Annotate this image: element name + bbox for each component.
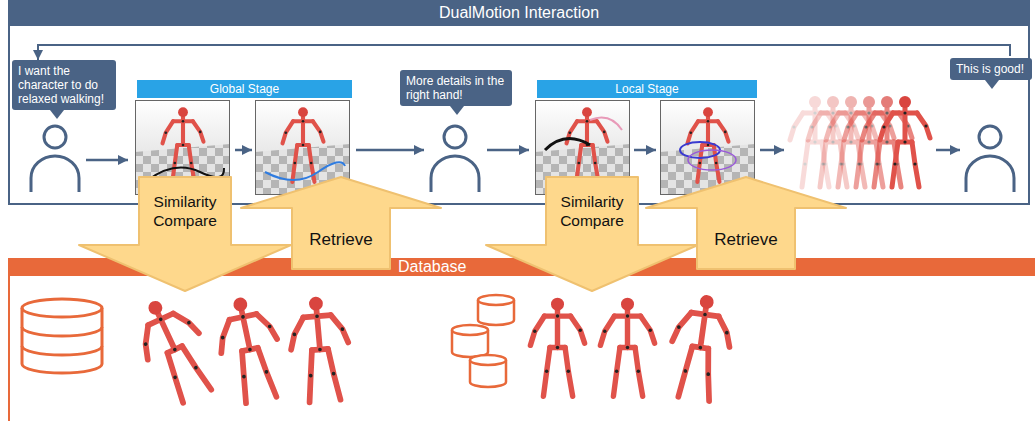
arrow-text-area: Retrieve: [697, 208, 795, 270]
label-text: More details in the right hand!: [406, 74, 506, 102]
arrow-outline: [486, 177, 698, 291]
user-icon-part: [979, 126, 1001, 148]
arrow-outline: [646, 177, 846, 269]
bubble-node: I want the character to do relaxed walki…: [12, 60, 116, 110]
speech-tail: [985, 80, 999, 89]
down-node: Similarity Compare: [485, 176, 699, 292]
database-skeletons-part: [211, 292, 289, 406]
database-skeletons: [530, 291, 736, 403]
database-skeletons-part: [126, 289, 222, 408]
label-text: Retrieve: [714, 230, 777, 249]
header-node: Global Stage: [137, 80, 352, 98]
title-band: DualMotion Interaction: [8, 0, 1030, 26]
label-text: Similarity Compare: [139, 192, 231, 230]
label-text: Retrieve: [309, 230, 372, 249]
user-icon-part: [31, 156, 79, 192]
up-arrow-shape: [645, 176, 847, 270]
up-node: Retrieve: [240, 176, 442, 270]
speech-tail-shape: [450, 106, 464, 115]
screenshot-local-part: [688, 107, 729, 182]
label-text: This is good!: [956, 62, 1026, 76]
screenshot-global-part: [265, 162, 345, 180]
flow-arrow-part: [235, 149, 252, 152]
bubble-node: This is good!: [950, 58, 1032, 80]
database-icon-part: [470, 355, 506, 365]
database-skeletons-part: [600, 298, 654, 397]
database-skeletons-part: [530, 298, 584, 397]
arrow-text-area: Similarity Compare: [546, 176, 638, 245]
up-arrow-shape: [240, 176, 442, 270]
arrow-outline: [79, 177, 291, 291]
database-skeletons-part: [665, 291, 737, 403]
feedback-loop-line: [38, 45, 1010, 60]
screenshot-local-part: [688, 150, 736, 170]
arrow-text-area: Retrieve: [292, 208, 390, 270]
database-icon: [452, 295, 514, 387]
flow-arrow-part: [356, 149, 424, 152]
user-icon-part: [44, 126, 66, 148]
user-icon-part: [431, 156, 479, 192]
user-icon: [31, 126, 79, 192]
flow-arrow-part: [760, 149, 784, 152]
arrow-outline: [241, 177, 441, 269]
down-node: Similarity Compare: [78, 176, 292, 292]
screenshot-global-part: [283, 107, 324, 182]
database-icon-part: [452, 325, 488, 335]
bubble-node: More details in the right hand!: [400, 70, 512, 106]
user-icon-part: [966, 156, 1014, 192]
user-icon: [966, 126, 1014, 192]
user-icon-part: [444, 126, 466, 148]
database-icon: [22, 299, 102, 373]
arrow-text-area: Similarity Compare: [139, 176, 231, 245]
flow-arrow-part: [86, 159, 128, 162]
up-node: Retrieve: [645, 176, 847, 270]
speech-tail-shape: [50, 110, 64, 119]
database-icon-part: [478, 295, 514, 305]
database-icon-part: [22, 327, 102, 336]
screenshot-local-part: [590, 118, 622, 130]
header-node: Local Stage: [537, 80, 757, 98]
speech-tail: [50, 110, 64, 119]
database-skeletons-part: [287, 294, 353, 403]
skeleton-trail: [790, 96, 930, 187]
flow-arrow-part: [634, 149, 656, 152]
label-text: Local Stage: [537, 80, 757, 98]
label-text: Global Stage: [137, 80, 352, 98]
user-icon: [431, 126, 479, 192]
skeleton-trail-part: [880, 96, 930, 187]
screenshot-local-part: [545, 139, 590, 150]
label-text: Similarity Compare: [546, 192, 638, 230]
label-text: I want the character to do relaxed walki…: [18, 64, 110, 106]
flow-arrow-part: [487, 149, 529, 152]
label-text: DualMotion Interaction: [439, 4, 599, 22]
database-region-border: [8, 276, 10, 421]
speech-tail: [450, 106, 464, 115]
database-icon-part: [22, 346, 102, 355]
database-icon-part: [22, 308, 102, 373]
database-skeletons: [126, 289, 353, 408]
flow-arrow-part: [936, 149, 960, 152]
database-icon-part: [22, 299, 102, 317]
speech-tail-shape: [985, 80, 999, 89]
panel-node: DualMotion Interaction I want the charact…: [8, 0, 1030, 205]
